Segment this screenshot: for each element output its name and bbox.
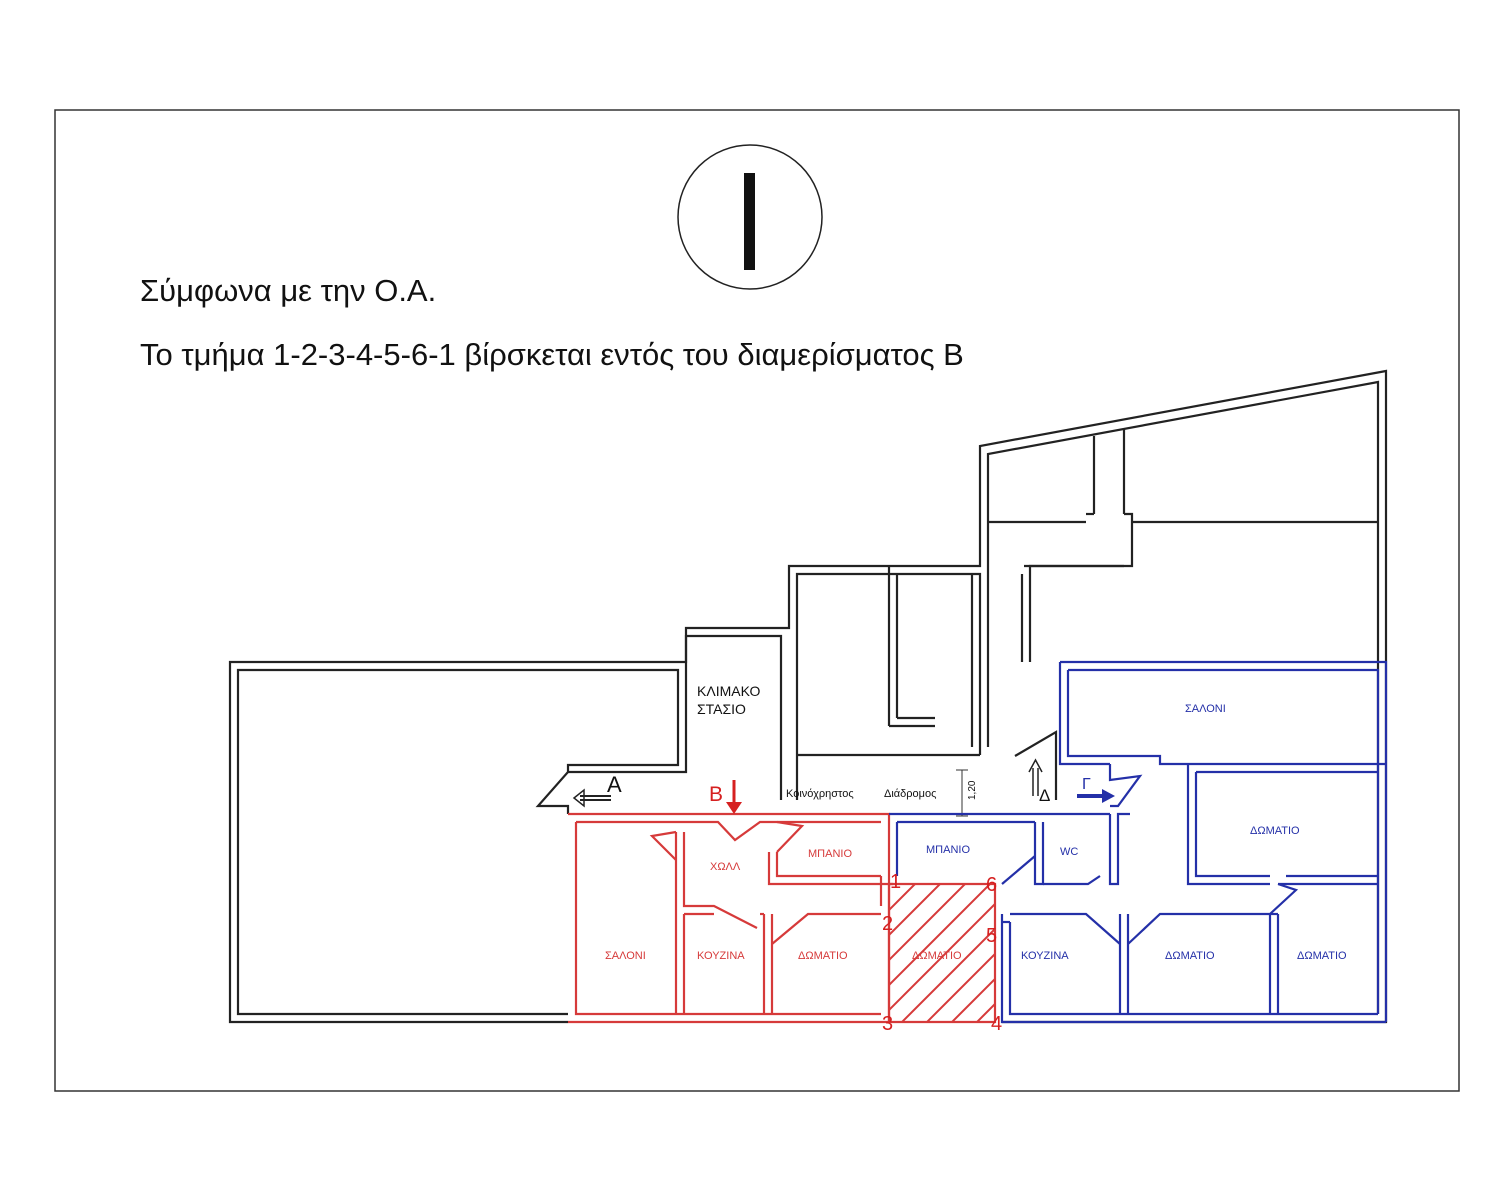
- blue-room-bedroom-mid-label: ΔΩΜΑΤΙΟ: [1165, 950, 1215, 962]
- entrance-d-arrow-icon: [1028, 758, 1043, 796]
- point-3-label: 3: [882, 1013, 893, 1035]
- red-room-bedroom-label: ΔΩΜΑΤΙΟ: [798, 950, 848, 962]
- heading-line-1: Σύμφωνα με την Ο.Α.: [140, 273, 436, 308]
- disputed-room-label: ΔΩΜΑΤΙΟ: [912, 950, 962, 962]
- north-circle-icon: [677, 144, 823, 290]
- blue-room-kitchen-label: ΚΟΥΖΙΝΑ: [1021, 950, 1069, 962]
- apartment-red: [568, 812, 997, 1024]
- red-room-living-label: ΣΑΛΟΝΙ: [605, 950, 646, 962]
- corridor-width-dimension: 1,20: [967, 780, 978, 800]
- corridor-label-word-2: Διάδρομος: [884, 788, 936, 800]
- red-room-bath-label: ΜΠΑΝΙΟ: [808, 848, 852, 860]
- entrance-d-label: Δ: [1039, 786, 1050, 805]
- north-bar-icon: [744, 173, 755, 270]
- entrance-a-arrow-icon: [572, 788, 611, 808]
- blue-room-bedroom-upper-label: ΔΩΜΑΤΙΟ: [1250, 825, 1300, 837]
- north-symbol: [677, 144, 823, 290]
- point-5-label: 5: [986, 925, 997, 947]
- entrance-c-label: Γ: [1082, 776, 1091, 793]
- corridor-label-word-1: Κοινόχρηστος: [786, 788, 854, 800]
- red-room-kitchen-label: ΚΟΥΖΙΝΑ: [697, 950, 745, 962]
- heading-line-2: Το τμήμα 1-2-3-4-5-6-1 βίρσκεται εντός τ…: [140, 337, 964, 372]
- red-room-hall-label: ΧΩΛΛ: [710, 861, 741, 873]
- blue-room-bath-label: ΜΠΑΝΙΟ: [926, 844, 970, 856]
- blue-room-wc-label: WC: [1060, 846, 1078, 858]
- entrance-a-label: Α: [607, 772, 622, 797]
- building-walls: [228, 369, 1388, 1024]
- point-4-label: 4: [991, 1013, 1002, 1035]
- entrance-b-arrow-icon: [726, 780, 742, 814]
- blue-room-bedroom-right-label: ΔΩΜΑΤΙΟ: [1297, 950, 1347, 962]
- blue-room-living-label: ΣΑΛΟΝΙ: [1185, 703, 1226, 715]
- entrance-b-label: Β: [709, 783, 723, 806]
- point-6-label: 6: [986, 874, 997, 896]
- disputed-area-hatch: [889, 884, 995, 1022]
- sheet-frame: [54, 109, 1460, 1092]
- stair-label-line-1: ΚΛΙΜΑΚΟ: [697, 683, 760, 699]
- stair-label-line-2: ΣΤΑΣΙΟ: [697, 701, 746, 717]
- point-2-label: 2: [882, 913, 893, 935]
- entrance-c-arrow-icon: [1077, 789, 1115, 803]
- apartment-blue: [889, 660, 1388, 1024]
- point-1-label: 1: [890, 871, 901, 893]
